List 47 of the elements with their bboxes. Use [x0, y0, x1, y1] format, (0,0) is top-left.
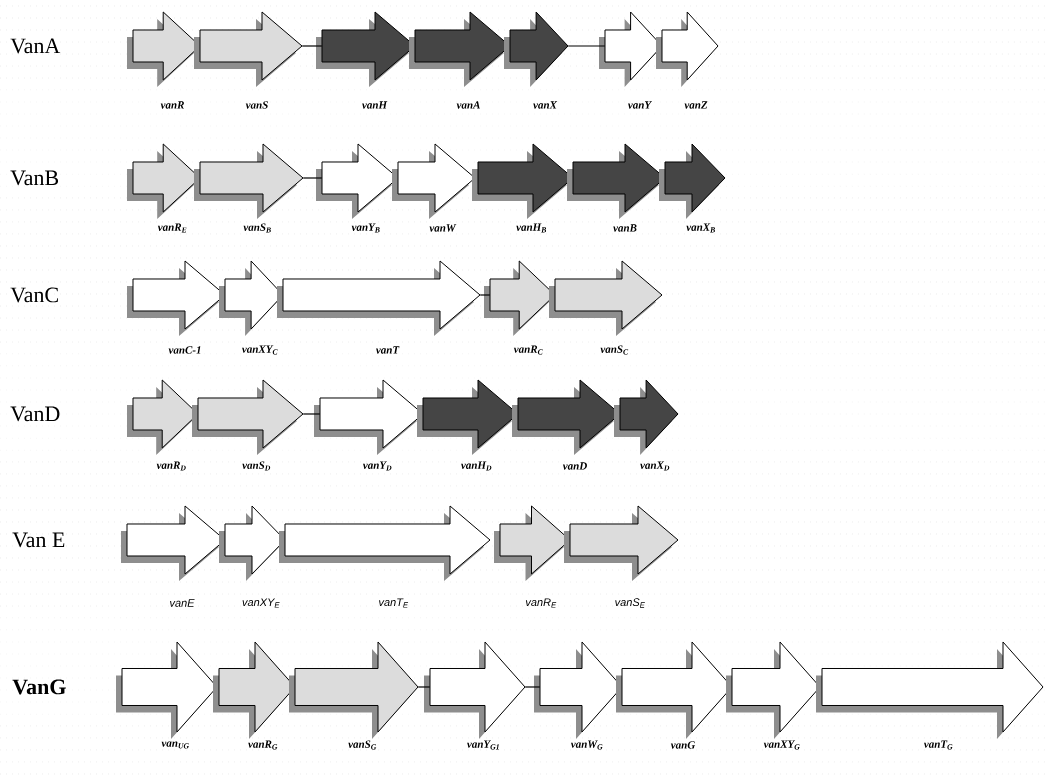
gene-label: vanS$_{C}$	[600, 345, 629, 355]
gene-label: van$_{UG}$	[161, 741, 189, 749]
connector-line	[417, 686, 431, 688]
gene-label: vanY	[628, 101, 652, 109]
gene-label: vanT	[376, 346, 400, 354]
gene-label: vanR$_{G}$	[248, 740, 278, 750]
gene-label: vanW	[429, 224, 457, 232]
gene-label: vanH	[362, 101, 388, 109]
gene-label: vanD	[562, 462, 587, 470]
cluster-label: VanC	[10, 287, 58, 303]
gene-label: vanR$_{C}$	[513, 345, 543, 355]
gene-label: vanH$_{B}$	[516, 223, 547, 233]
gene-label: vanW$_{G}$	[570, 740, 603, 750]
gene-label: vanY$_{G1}$	[467, 740, 499, 750]
gene-label: vanX$_{D}$	[640, 461, 670, 471]
cluster-label: VanA	[10, 38, 61, 54]
gene-label: vanT$_{G}$	[923, 740, 953, 750]
cluster-label: VanD	[10, 406, 60, 422]
gene-label: vanS	[245, 101, 268, 109]
gene-label: vanE	[170, 599, 195, 607]
gene-label: vanR	[160, 101, 184, 109]
connector-line	[302, 177, 323, 179]
gene-label: vanY$_{B}$	[351, 223, 380, 233]
gene-label: vanS$_{E}$	[615, 598, 645, 608]
cluster-label: Van E	[12, 532, 65, 548]
gene-label: vanZ	[684, 101, 708, 109]
gene-label: vanX$_{B}$	[686, 223, 715, 233]
gene-label: vanG	[670, 741, 696, 749]
gene-label: vanR$_{E}$	[157, 223, 187, 233]
gene-label: vanX	[533, 101, 558, 109]
connector-line	[567, 45, 606, 47]
gene-label: vanR$_{E}$	[525, 598, 557, 608]
gene-label: vanT$_{E}$	[379, 598, 409, 608]
gene-label: vanH$_{D}$	[461, 461, 492, 471]
gene-label: vanXY$_{E}$	[242, 598, 280, 608]
gene-label: vanS$_{D}$	[242, 461, 271, 471]
gene-label: vanXY$_{C}$	[242, 345, 278, 355]
cluster-label: VanB	[10, 170, 59, 186]
gene-label: vanS$_{G}$	[348, 740, 377, 750]
gene-label: vanA	[456, 101, 480, 109]
gene-label: vanB	[613, 224, 637, 232]
cluster-label: VanG	[12, 679, 66, 695]
gene-label: vanR$_{D}$	[156, 461, 186, 471]
gene-label: vanY$_{D}$	[363, 461, 392, 471]
gene-label: vanS$_{B}$	[243, 223, 271, 233]
gene-label: vanC-1	[168, 346, 201, 354]
gene-label: vanXY$_{G}$	[763, 740, 800, 750]
